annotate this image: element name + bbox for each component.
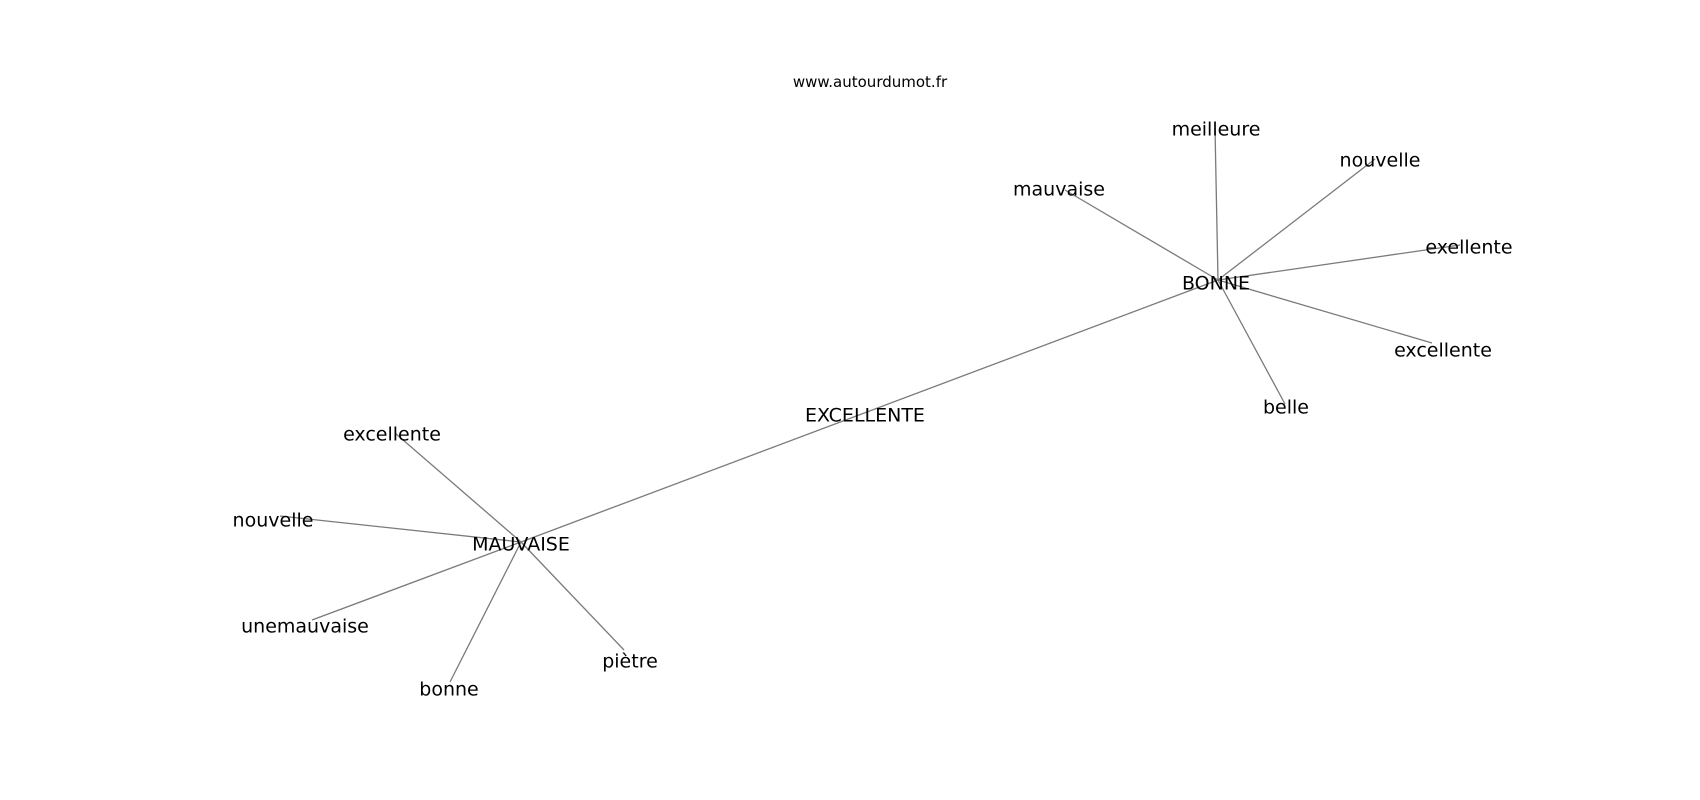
edge-bonne-exellente (1217, 244, 1461, 281)
edge-bonne-mauvaise (1064, 189, 1219, 281)
node-label-b-excellente: excellente (1394, 340, 1492, 362)
edge-mauvaise-piètre (520, 541, 625, 651)
graph-edges (279, 127, 1461, 683)
edge-mauvaise-excellente (394, 432, 522, 543)
source-watermark: www.autourdumot.fr (793, 73, 948, 91)
node-label-b-belle: belle (1263, 397, 1309, 419)
edge-mauvaise-bonne (449, 541, 522, 683)
node-label-mauvaise-hub: MAUVAISE (472, 534, 570, 556)
node-label-b-meilleure: meilleure (1172, 119, 1261, 141)
graph-node-labels: EXCELLENTE BONNE MAUVAISE meilleure nouvelle… (233, 119, 1513, 701)
node-label-m-bonne: bonne (419, 679, 478, 701)
edge-bonne-mauvaise (520, 279, 1219, 543)
node-label-b-nouvelle: nouvelle (1340, 150, 1421, 172)
node-label-m-pietre: piètre (602, 651, 658, 673)
node-label-excellente-center: EXCELLENTE (805, 405, 925, 427)
node-label-m-unemauvaise: unemauvaise (241, 616, 369, 638)
edge-mauvaise-unemauvaise (311, 541, 522, 621)
node-label-b-mauvaise: mauvaise (1013, 179, 1105, 201)
node-label-m-excellente: excellente (343, 424, 441, 446)
edge-bonne-nouvelle (1217, 158, 1376, 281)
edge-bonne-belle (1217, 279, 1286, 405)
node-label-b-exellente: exellente (1425, 237, 1512, 259)
edge-mauvaise-nouvelle (279, 515, 522, 543)
edge-bonne-excellente (1217, 279, 1433, 344)
node-label-m-nouvelle: nouvelle (233, 510, 314, 532)
node-label-bonne-hub: BONNE (1182, 273, 1250, 295)
edge-bonne-meilleure (1214, 127, 1219, 281)
